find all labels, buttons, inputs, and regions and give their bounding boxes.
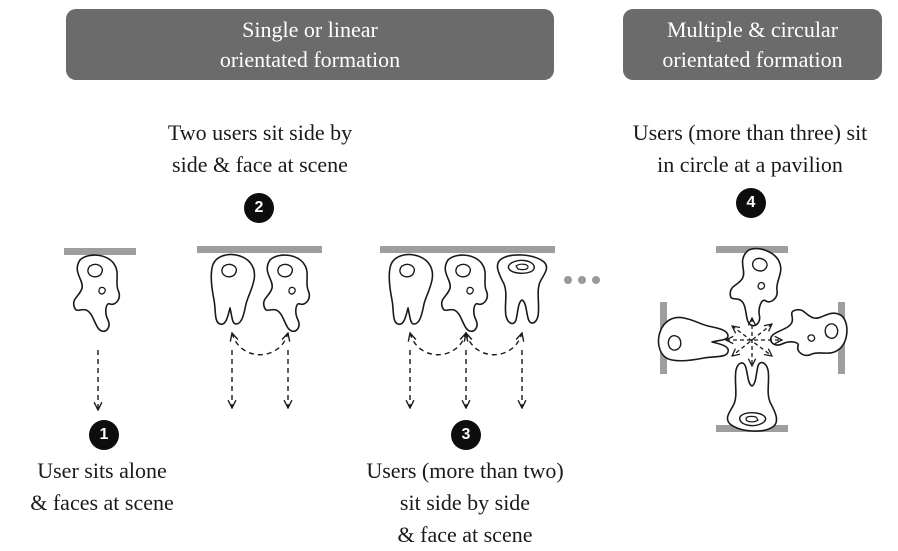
user-figure — [388, 253, 434, 326]
user-figure — [496, 254, 548, 325]
user-figure — [657, 316, 730, 362]
user-figure — [726, 361, 778, 432]
caption-four-line2: in circle at a pavilion — [657, 152, 843, 177]
user-figure — [210, 253, 256, 326]
linear-banner-line2: orientated formation — [219, 46, 401, 72]
caption-many-users: Users (more than two) sit side by side &… — [335, 455, 595, 551]
interaction-arrow — [232, 333, 288, 356]
interaction-arrow — [466, 333, 522, 356]
linear-formation-banner: Single or linear orientated formation — [66, 9, 554, 80]
bench-2 — [197, 246, 322, 253]
caption-user-alone: User sits alone & faces at scene — [2, 455, 202, 519]
caption-two-line2: side & face at scene — [172, 152, 348, 177]
user-figure — [440, 254, 489, 333]
user-figure — [262, 254, 311, 333]
badge-2: 2 — [244, 193, 274, 223]
interaction-arrow — [410, 333, 466, 356]
linear-banner-line1: Single or linear — [242, 16, 378, 42]
circular-banner-line1: Multiple & circular — [666, 16, 839, 42]
bench-1 — [64, 248, 136, 255]
circle-interaction-arrows — [726, 318, 782, 366]
bench-3 — [380, 246, 555, 253]
caption-circle-users: Users (more than three) sit in circle at… — [600, 117, 898, 181]
user-figure — [769, 308, 848, 357]
continuation-dots — [564, 276, 600, 284]
badge-3: 3 — [451, 420, 481, 450]
caption-three-line1: Users (more than two) — [366, 458, 564, 483]
caption-three-line2: sit side by side — [399, 490, 531, 515]
user-figure — [722, 243, 788, 331]
caption-two-users: Two users sit side by side & face at sce… — [130, 117, 390, 181]
circular-formation-banner: Multiple & circular orientated formation — [623, 9, 882, 80]
caption-four-line1: Users (more than three) sit — [632, 120, 868, 145]
caption-one-line1: User sits alone — [37, 458, 167, 483]
caption-two-line1: Two users sit side by — [167, 120, 353, 145]
caption-one-line2: & faces at scene — [30, 490, 174, 515]
caption-three-line3: & face at scene — [397, 522, 533, 547]
circular-banner-line2: orientated formation — [662, 46, 843, 72]
badge-4: 4 — [736, 188, 766, 218]
user-figure — [72, 254, 121, 333]
badge-1: 1 — [89, 420, 119, 450]
